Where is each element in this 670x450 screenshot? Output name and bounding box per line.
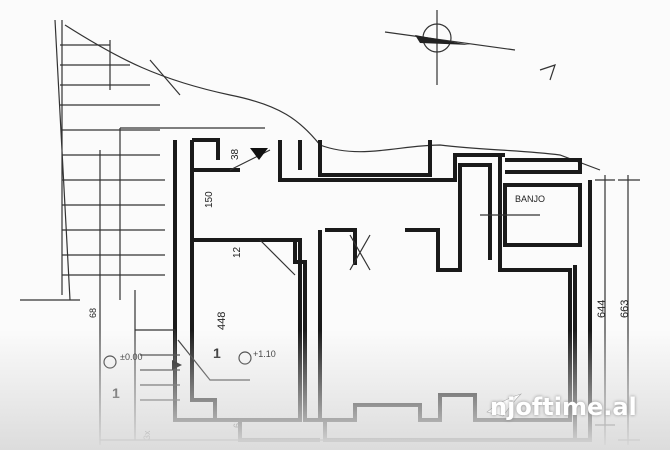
exterior-stairs [20,19,181,445]
watermark: njoftime.al [490,393,637,421]
dim-448: 448 [216,312,228,330]
dim-644: 644 [596,300,608,318]
stair-note: 3x [142,430,152,440]
dim-68: 68 [88,308,98,318]
dim-12: 12 [232,246,243,258]
north-arrow-icon [384,10,556,85]
level-0: ±0.00 [120,352,142,362]
section-mark-2: 1 [112,385,120,401]
terrain-line [64,24,601,171]
dim-38: 38 [230,148,241,160]
wing-logo-icon [486,393,523,417]
room-label-bath: BANJO [515,194,545,204]
dim-150: 150 [204,191,215,208]
dim-663: 663 [619,300,631,318]
level-1: +1.10 [253,349,276,359]
dim-61: 61 [232,418,242,428]
section-mark-1: 1 [213,345,221,361]
